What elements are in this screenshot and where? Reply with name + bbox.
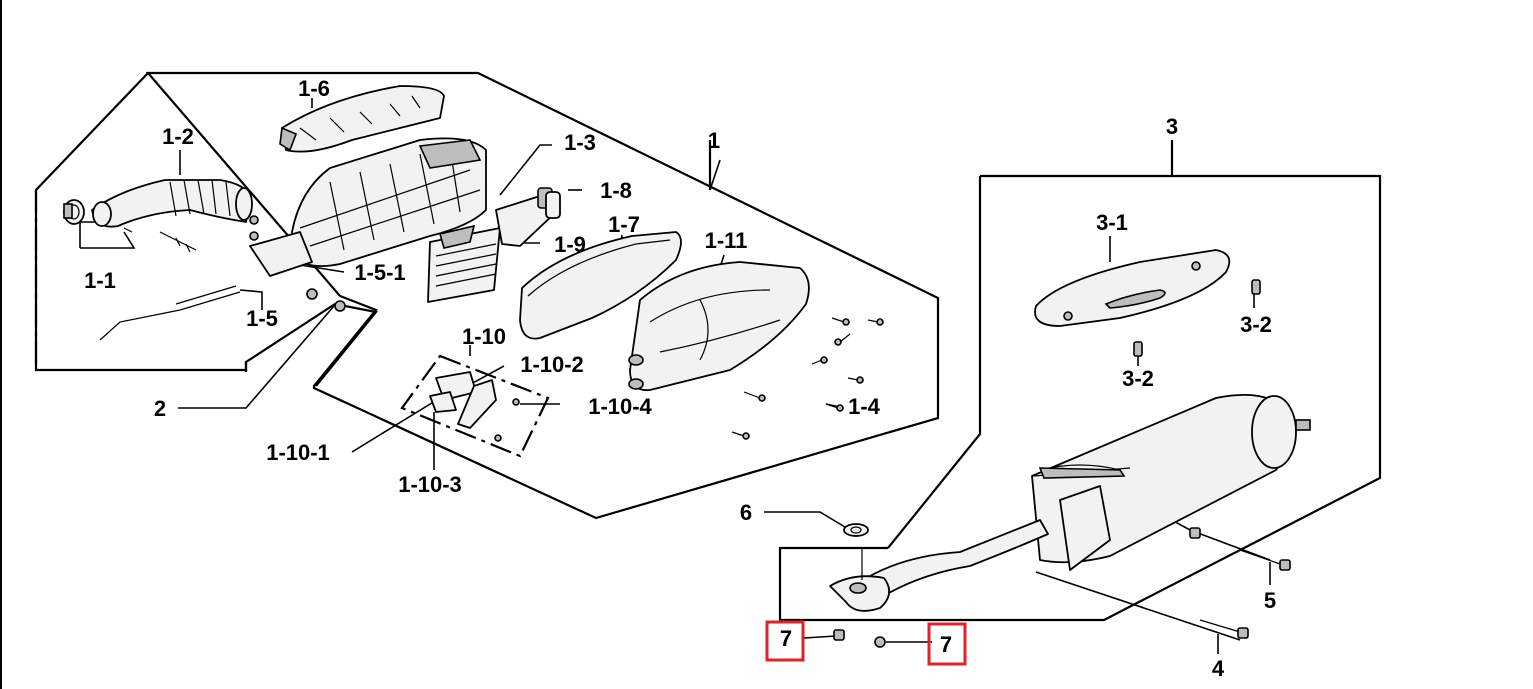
label-1-9: 1-9 xyxy=(554,232,586,257)
label-1-8: 1-8 xyxy=(600,178,632,203)
label-1-7: 1-7 xyxy=(608,212,640,237)
small-screws xyxy=(159,215,259,253)
label-1-10-4: 1-10-4 xyxy=(588,394,652,419)
label-1: 1 xyxy=(708,128,720,153)
label-6: 6 xyxy=(740,500,752,525)
part-1-11-outer-cover xyxy=(628,261,810,392)
label-1-2: 1-2 xyxy=(162,124,194,149)
label-1-4: 1-4 xyxy=(848,394,881,419)
part-1-3-filter-element xyxy=(427,187,561,303)
part-1-10-bracket xyxy=(429,371,520,442)
label-4: 4 xyxy=(1212,656,1225,681)
label-5: 5 xyxy=(1264,588,1276,613)
label-3-2-upper: 3-2 xyxy=(1240,312,1272,337)
part-6-gasket xyxy=(843,523,869,537)
label-7-right: 7 xyxy=(940,632,952,657)
part-1-4-screws xyxy=(731,317,884,440)
label-1-10: 1-10 xyxy=(462,324,506,349)
highlight-boxes xyxy=(765,620,967,666)
label-3-2-lower: 3-2 xyxy=(1122,366,1154,391)
part-1-6-top-cover xyxy=(279,85,445,153)
highlight-box-7-left xyxy=(765,620,805,662)
label-3: 3 xyxy=(1166,114,1178,139)
highlight-box-7-right xyxy=(927,622,967,666)
label-1-11: 1-11 xyxy=(705,228,748,253)
label-1-10-1: 1-10-1 xyxy=(266,440,330,465)
part-labels: 1 1-1 1-2 1-3 1-4 1-5 1-5-1 1-6 1-7 1-8 … xyxy=(84,76,1276,681)
label-3-1: 3-1 xyxy=(1096,210,1128,235)
label-7-left: 7 xyxy=(780,626,792,651)
label-1-10-2: 1-10-2 xyxy=(520,352,584,377)
part-3-2-bolts xyxy=(1133,279,1261,357)
part-3-muffler xyxy=(1031,393,1311,571)
label-1-10-3: 1-10-3 xyxy=(398,472,462,497)
label-2: 2 xyxy=(154,396,166,421)
muffler-group-frame xyxy=(778,140,1382,622)
part-1-5-air-cleaner-case xyxy=(99,137,487,341)
part-1-10-frame xyxy=(400,354,550,458)
part-3-exhaust-pipe xyxy=(829,519,1049,612)
part-7-nuts xyxy=(833,629,886,648)
part-4-5-bolts xyxy=(1189,527,1291,639)
part-1-1-clamp xyxy=(63,199,85,225)
label-1-5-1: 1-5-1 xyxy=(354,260,405,285)
part-1-7-gasket xyxy=(519,231,682,340)
label-1-1: 1-1 xyxy=(84,268,116,293)
label-1-5: 1-5 xyxy=(246,306,278,331)
label-1-6: 1-6 xyxy=(298,76,330,101)
part-3-1-heat-shield xyxy=(1034,249,1231,327)
label-1-3: 1-3 xyxy=(564,130,596,155)
part-1-2-intake-tube xyxy=(91,179,253,233)
